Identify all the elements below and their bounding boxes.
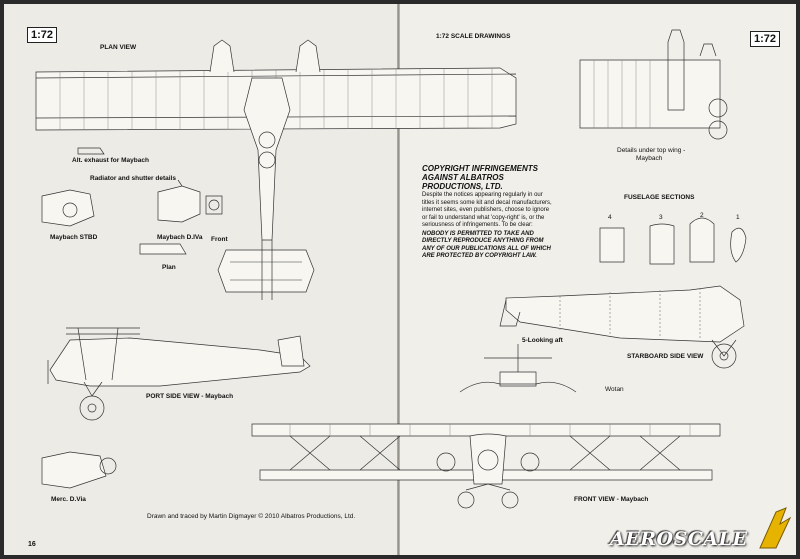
plan-view-label: PLAN VIEW [100, 44, 137, 51]
notice-warning: NOBODY IS PERMITTED TO TAKE AND DIRECTLY… [422, 230, 551, 260]
details-under-wing-label-2: Maybach [636, 155, 663, 162]
scale-badge-left: 1:72 [27, 27, 58, 43]
aeroscale-logo-icon [759, 507, 792, 549]
section-number-4: 4 [608, 214, 612, 221]
merc-engine-drawing [41, 451, 117, 489]
maybach-stbd-label: Maybach STBD [50, 234, 98, 241]
notice-body: Despite the notices appearing regularly … [422, 192, 552, 229]
page-gutter [397, 4, 400, 555]
fuselage-sections-label: FUSELAGE SECTIONS [624, 194, 695, 201]
top-wing-details-drawing [579, 29, 728, 140]
radiator-label: Radiator and shutter details [90, 175, 176, 182]
section-number-3: 3 [659, 214, 663, 221]
notice-heading: COPYRIGHT INFRINGEMENTS AGAINST ALBATROS… [422, 164, 539, 191]
looking-aft-label: 5-Looking aft [522, 337, 563, 344]
engine-detail-drawings [41, 147, 223, 255]
merc-label: Merc. D.Via [51, 496, 86, 503]
scale-drawings-label: 1:72 SCALE DRAWINGS [436, 33, 511, 40]
wotan-label: Wotan [605, 386, 624, 393]
port-side-view-label: PORT SIDE VIEW - Maybach [146, 393, 234, 400]
starboard-side-view-drawing [499, 285, 745, 369]
details-under-wing-label: Details under top wing - [617, 147, 686, 154]
port-side-view-drawing [47, 327, 311, 421]
aft-view-drawing [459, 344, 577, 393]
front-view-label: FRONT VIEW - Maybach [574, 496, 649, 503]
alt-exhaust-label: Alt. exhaust for Maybach [72, 157, 149, 164]
watermark-text: AEROSCALE [610, 528, 748, 550]
starboard-side-label: STARBOARD SIDE VIEW [627, 353, 704, 360]
plan-label: Plan [162, 264, 176, 271]
credit-line: Drawn and traced by Martin Digmayer © 20… [147, 513, 356, 520]
maybach-d4a-label: Maybach D.IVa [157, 234, 203, 241]
plan-view-drawing [35, 39, 517, 300]
fuselage-sections-drawing [599, 217, 747, 265]
page-number: 16 [28, 541, 36, 548]
copyright-notice: COPYRIGHT INFRINGEMENTS AGAINST ALBATROS… [422, 164, 554, 261]
scale-badge-right: 1:72 [750, 31, 781, 47]
front-view-drawing [251, 423, 721, 509]
section-number-1: 1 [736, 214, 740, 221]
section-number-2: 2 [700, 212, 704, 219]
front-label: Front [211, 236, 228, 243]
